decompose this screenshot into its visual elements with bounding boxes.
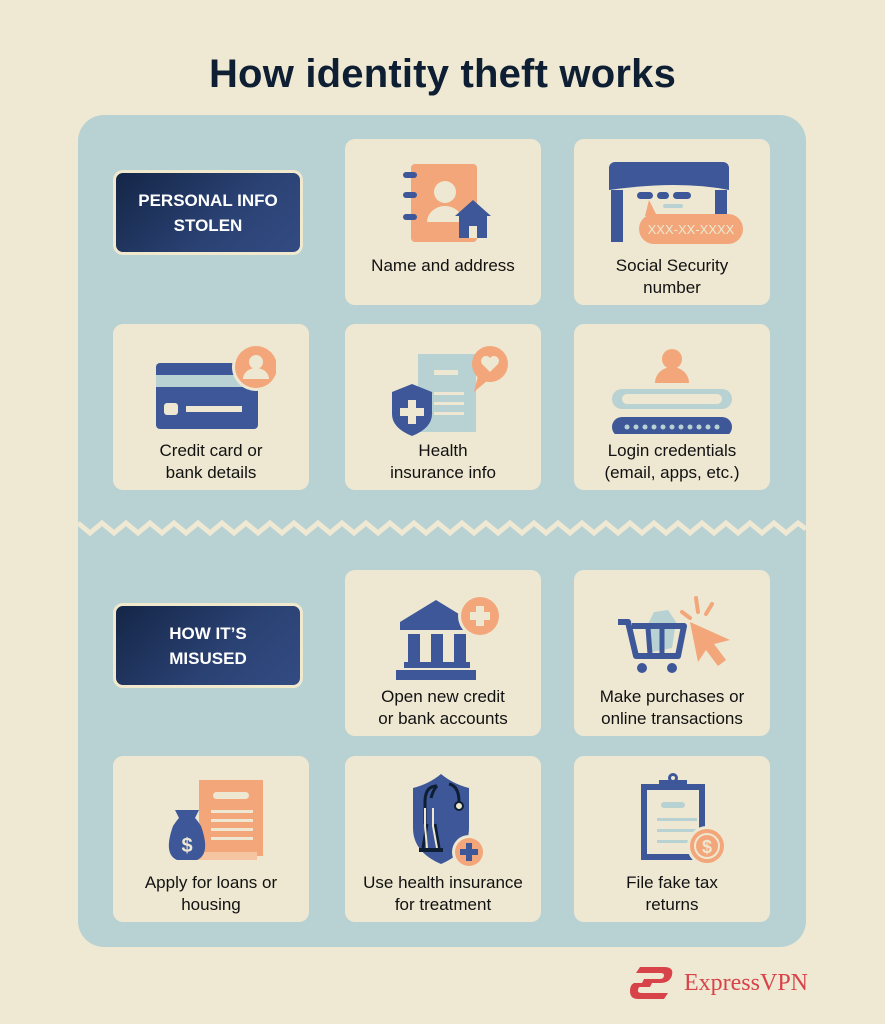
page-title: How identity theft works [208,52,677,96]
bank-plus-icon [368,582,518,682]
label-line: insurance info [390,463,496,482]
card-label: Make purchases or online transactions [600,686,745,730]
address-book-house-icon [368,151,518,251]
card-label: Credit card or bank details [160,440,263,484]
svg-text:$: $ [702,837,712,857]
card-label: Open new credit or bank accounts [378,686,507,730]
brand-logo: ExpressVPN [628,965,808,1001]
label-line: returns [645,895,699,914]
money-bag-document-icon: $ [136,768,286,868]
clipboard-dollar-icon: $ [597,768,747,868]
label-line: number [643,278,701,297]
card-credit-card-or-bank-details: Credit card or bank details [113,324,309,490]
card-make-purchases: Make purchases or online transactions [574,570,770,736]
heading-line-2: MISUSED [169,648,247,668]
label-line: Open new credit [381,687,505,706]
card-label: File fake tax returns [626,872,718,916]
card-label: Social Security number [616,255,728,299]
section-heading-personal-info-stolen: PERSONAL INFO STOLEN [113,170,303,255]
label-line: Make purchases or [599,687,745,706]
label-line: Apply for loans or [144,873,278,892]
label-line: (email, apps, etc.) [604,463,740,482]
label-line: for treatment [394,895,492,914]
card-file-fake-tax-returns: $ File fake tax returns [574,756,770,922]
expressvpn-logo-icon [630,967,673,999]
social-security-card-icon: XXX-XX-XXXX [597,151,747,251]
label-line: bank details [165,463,257,482]
card-name-and-address: Name and address [345,139,541,305]
svg-text:$: $ [181,835,192,857]
card-health-insurance-info: Health insurance info [345,324,541,490]
ssn-badge-text: XXX-XX-XXXX [648,222,735,237]
card-use-health-insurance: Use health insurance for treatment [345,756,541,922]
label-line: Use health insurance [363,873,523,892]
label-line: File fake tax [626,873,718,892]
label-line: Login credentials [607,441,737,460]
card-label: Health insurance info [390,440,496,484]
health-insurance-document-icon [368,336,518,436]
label-line: online transactions [601,709,743,728]
card-login-credentials: Login credentials (email, apps, etc.) [574,324,770,490]
card-label: Apply for loans or housing [145,872,277,916]
card-label: Use health insurance for treatment [363,872,523,916]
card-apply-for-loans: $ Apply for loans or housing [113,756,309,922]
heading-line-1: PERSONAL INFO [138,190,278,210]
label-line: Name and address [371,256,515,275]
label-line: Health [418,441,468,460]
login-credentials-icon [597,336,747,436]
heading-line-2: STOLEN [173,215,243,235]
shield-stethoscope-icon [368,768,518,868]
label-line: or bank accounts [378,709,508,728]
section-divider-zigzag [78,519,806,537]
card-label: Name and address [371,255,515,277]
card-social-security-number: XXX-XX-XXXX Social Security number [574,139,770,305]
label-line: Credit card or [159,441,263,460]
brand-name: ExpressVPN [684,969,808,996]
card-open-new-accounts: Open new credit or bank accounts [345,570,541,736]
heading-line-1: HOW IT’S [169,623,247,643]
card-label: Login credentials (email, apps, etc.) [604,440,739,484]
credit-card-user-icon [136,336,286,436]
shopping-cart-cursor-icon [597,582,747,682]
label-line: housing [181,895,241,914]
label-line: Social Security [615,256,729,275]
section-heading-how-its-misused: HOW IT’S MISUSED [113,603,303,688]
